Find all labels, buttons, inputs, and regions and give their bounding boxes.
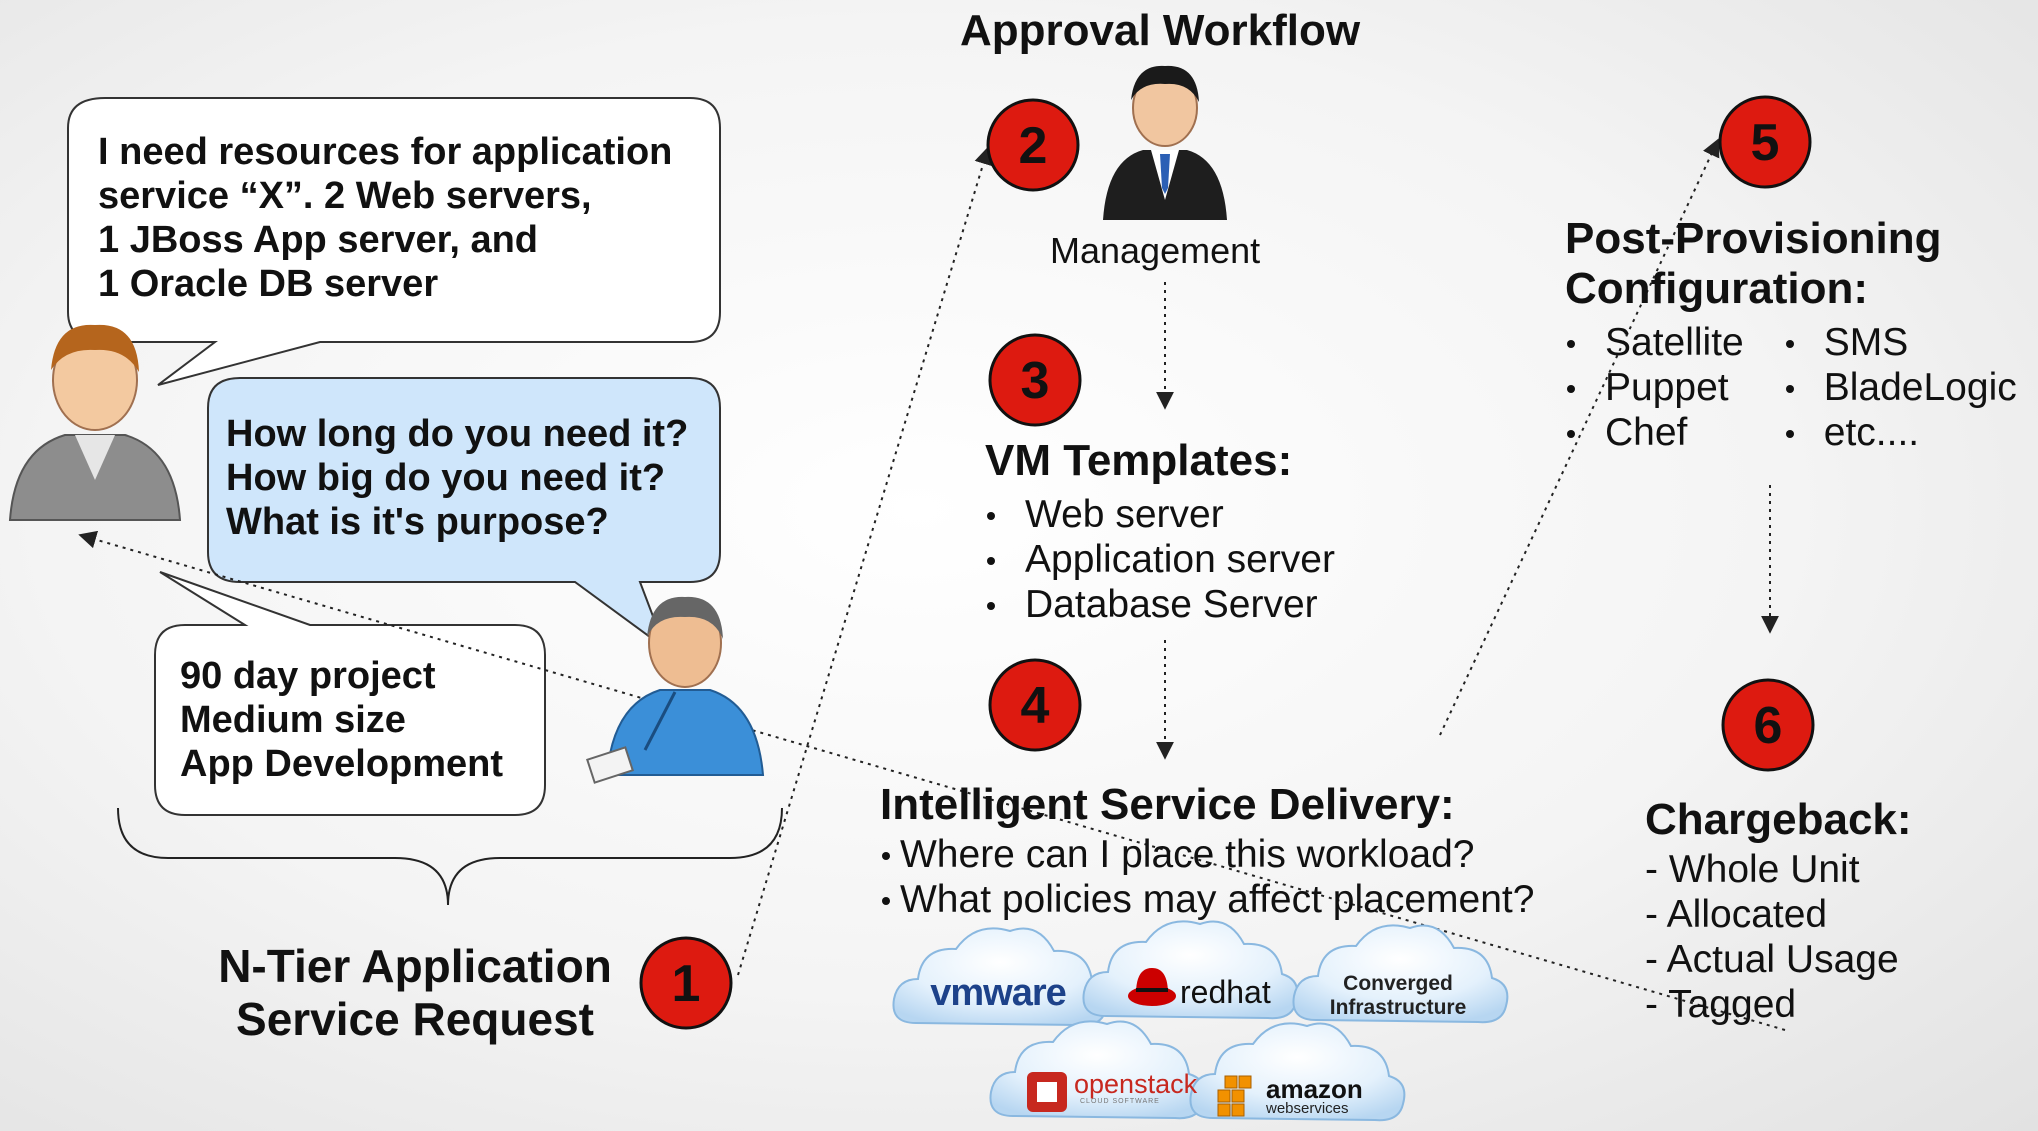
service-delivery-section: Intelligent Service Delivery: Where can … (880, 780, 1534, 922)
converged-line-2: Infrastructure (1329, 996, 1467, 1019)
chargeback-item: - Whole Unit (1645, 848, 1860, 891)
redhat-hat-icon (1128, 968, 1176, 1006)
openstack-sublabel: CLOUD SOFTWARE (1080, 1098, 1160, 1105)
step-5-number: 5 (1750, 114, 1780, 172)
amazon-cubes-icon (1217, 1075, 1252, 1117)
chargeback-title: Chargeback: (1645, 795, 1912, 844)
vm-template-item: Application server (985, 537, 1335, 582)
openstack-logo-icon (1027, 1072, 1067, 1112)
request-line-4: 1 Oracle DB server (98, 263, 439, 305)
step-6-circle (1721, 678, 1815, 772)
chargeback-item: - Actual Usage (1645, 938, 1899, 981)
connector-4-to-5 (1439, 138, 1720, 736)
converged-logo: Converged Infrastructure (1318, 972, 1478, 1020)
request-line-3: 1 JBoss App server, and (98, 219, 539, 261)
request-line-1: I need resources for application (98, 131, 673, 173)
requester-person-icon (8, 324, 182, 521)
step-5-circle (1718, 95, 1812, 189)
amazon-logo: amazon webservices (1266, 1074, 1363, 1117)
step-6-number: 6 (1753, 697, 1783, 755)
post-provisioning-section: Post-Provisioning Configuration: Satelli… (1565, 214, 2017, 455)
request-bubble-text: I need resources for application service… (98, 130, 672, 306)
management-label: Management (1050, 230, 1261, 271)
chargeback-item: - Tagged (1645, 983, 1797, 1026)
step-3-circle (988, 333, 1082, 427)
amazon-sublabel: webservices (1266, 1100, 1349, 1117)
service-delivery-list: Where can I place this workload? What po… (880, 832, 1534, 922)
vm-template-item: Web server (985, 492, 1335, 537)
answer-line-3: App Development (180, 743, 504, 785)
chargeback-item: - Allocated (1645, 893, 1828, 936)
amazon-label: amazon (1266, 1074, 1363, 1104)
step-1-number: 1 (671, 955, 701, 1013)
post-provisioning-title-line-1: Post-Provisioning (1565, 214, 1942, 263)
cloud-converged (1292, 924, 1509, 1024)
request-speech-bubble (67, 97, 721, 386)
post-provisioning-item: Chef (1565, 410, 1744, 455)
step-3-number: 3 (1020, 352, 1050, 410)
step-4-circle (988, 658, 1082, 752)
post-provisioning-item: Satellite (1565, 320, 1744, 365)
step-1-circle (639, 936, 733, 1030)
request-line-2: service “X”. 2 Web servers, (98, 175, 592, 217)
answer-bubble-text: 90 day project Medium size App Developme… (180, 654, 503, 786)
post-provisioning-list-1: Satellite Puppet Chef (1565, 320, 1744, 455)
question-line-3: What is it's purpose? (226, 501, 609, 543)
post-provisioning-item: Puppet (1565, 365, 1744, 410)
openstack-label: openstack (1074, 1069, 1198, 1099)
service-delivery-item: What policies may affect placement? (880, 877, 1534, 922)
chargeback-section: Chargeback: - Whole Unit - Allocated - A… (1645, 795, 1912, 1027)
chargeback-list: - Whole Unit - Allocated - Actual Usage … (1645, 847, 1912, 1027)
answer-line-1: 90 day project (180, 655, 436, 697)
service-delivery-item: Where can I place this workload? (880, 832, 1534, 877)
request-label-line-1: N-Tier Application (218, 940, 612, 992)
vmware-logo: vmware (930, 972, 1067, 1014)
page-title: Approval Workflow (960, 6, 1361, 55)
question-line-2: How big do you need it? (226, 457, 666, 499)
openstack-logo: openstack CLOUD SOFTWARE (1074, 1070, 1197, 1105)
post-provisioning-title-line-2: Configuration: (1565, 264, 1869, 313)
post-provisioning-item: BladeLogic (1784, 365, 2017, 410)
service-delivery-title: Intelligent Service Delivery: (880, 780, 1455, 829)
answer-line-2: Medium size (180, 699, 406, 741)
step-2-circle (986, 98, 1080, 192)
vm-template-item: Database Server (985, 582, 1335, 627)
question-bubble-text: How long do you need it? How big do you … (226, 412, 688, 544)
post-provisioning-item: SMS (1784, 320, 2017, 365)
step-2-number: 2 (1018, 117, 1048, 175)
question-line-1: How long do you need it? (226, 413, 689, 455)
vm-templates-section: VM Templates: Web server Application ser… (985, 436, 1335, 627)
step-4-number: 4 (1020, 677, 1050, 735)
manager-person-icon (1103, 65, 1227, 220)
request-label: N-Tier Application Service Request (170, 940, 660, 1046)
answer-speech-bubble (154, 571, 546, 816)
request-label-line-2: Service Request (236, 993, 594, 1045)
post-provisioning-list-2: SMS BladeLogic etc.... (1784, 320, 2017, 455)
vm-templates-title: VM Templates: (985, 436, 1293, 485)
converged-line-1: Converged (1343, 972, 1453, 995)
group-brace (117, 807, 783, 906)
vm-templates-list: Web server Application server Database S… (985, 492, 1335, 627)
redhat-logo: redhat (1180, 974, 1271, 1010)
it-admin-person-icon (586, 596, 765, 784)
post-provisioning-item: etc.... (1784, 410, 2017, 455)
